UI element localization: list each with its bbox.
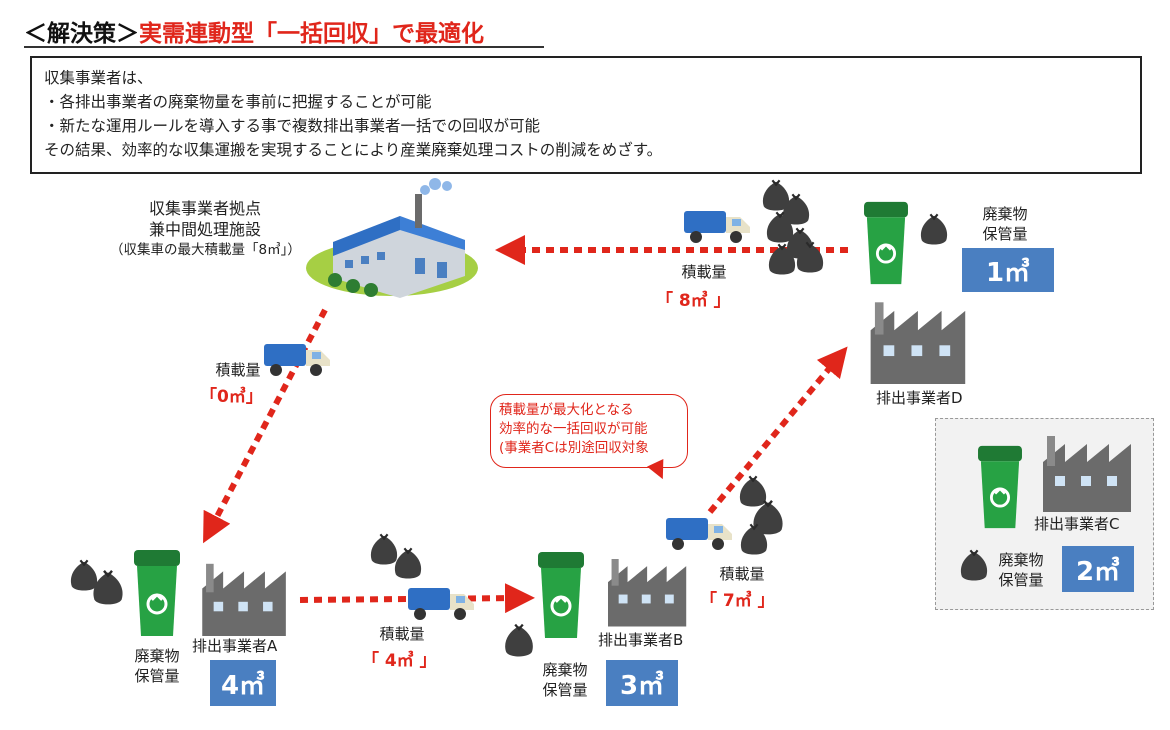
- factory-icon: [608, 555, 688, 627]
- site-b-name: 排出事業者B: [598, 631, 684, 649]
- load-value-after-d: 「 8㎥ 」: [656, 291, 731, 311]
- site-c-qty: 2㎥: [1062, 546, 1134, 592]
- factory-icon: [1034, 432, 1142, 512]
- storage-label: 廃棄物 保管量: [122, 646, 192, 686]
- garbage-bag-icon: [390, 544, 426, 580]
- garbage-bag-icon: [500, 620, 538, 658]
- site-a-qty: 4㎥: [210, 660, 276, 706]
- callout-line: 効率的な一括回収が可能: [499, 421, 648, 437]
- truck-icon: [682, 205, 752, 245]
- storage-label: 廃棄物 保管量: [986, 550, 1056, 590]
- load-label: 積載量: [379, 625, 425, 643]
- storage-label-line: 保管量: [998, 571, 1044, 589]
- site-d-name: 排出事業者D: [876, 389, 963, 407]
- recycle-bin-icon: [132, 548, 182, 638]
- site-b-qty: 3㎥: [606, 660, 678, 706]
- site-c-name: 排出事業者C: [1034, 515, 1120, 533]
- summary-line: ・新たな運用ルールを導入する事で複数排出事業者一括での回収が可能: [44, 117, 541, 135]
- summary-line: ・各排出事業者の廃棄物量を事前に把握することが可能: [44, 93, 432, 111]
- base-label-line: 兼中間処理施設: [148, 220, 261, 239]
- summary-line: 収集事業者は、: [44, 69, 153, 87]
- site-a-name: 排出事業者A: [192, 637, 278, 655]
- storage-label-line: 保管量: [542, 681, 588, 699]
- garbage-bag-icon: [916, 210, 952, 246]
- arrow-b-to-d: [707, 346, 848, 514]
- garbage-bag-icon: [88, 566, 128, 606]
- warehouse-icon: [306, 178, 478, 298]
- load-label: 積載量: [681, 263, 727, 281]
- page-title: ＜解決策＞実需連動型「一括回収」で最適化: [24, 14, 484, 48]
- storage-label-line: 廃棄物: [134, 647, 180, 665]
- factory-icon: [202, 560, 288, 636]
- title-prefix: ＜解決策＞: [24, 21, 139, 47]
- base-label-line: （収集車の最大積載量「8㎥」）: [110, 242, 301, 258]
- load-label: 積載量: [719, 565, 765, 583]
- arrow-a-to-b: [299, 583, 535, 614]
- base-label: 収集事業者拠点 兼中間処理施設 （収集車の最大積載量「8㎥」）: [110, 198, 301, 261]
- load-value-after-b: 「 7㎥ 」: [700, 591, 775, 611]
- truck-icon: [664, 512, 734, 552]
- load-label: 積載量: [215, 361, 261, 379]
- storage-label-line: 廃棄物: [542, 661, 588, 679]
- storage-label-line: 廃棄物: [982, 205, 1028, 223]
- title-underline: [24, 46, 544, 48]
- recycle-bin-icon: [976, 444, 1024, 530]
- factory-icon: [866, 298, 972, 384]
- storage-label-line: 保管量: [982, 225, 1028, 243]
- recycle-bin-icon: [862, 200, 910, 286]
- title-main: 実需連動型「一括回収」で最適化: [139, 21, 484, 47]
- storage-label: 廃棄物 保管量: [970, 204, 1040, 244]
- storage-label: 廃棄物 保管量: [530, 660, 600, 700]
- load-value-after-a: 「 4㎥ 」: [362, 651, 437, 671]
- callout-line: (事業者Cは別途回収対象: [499, 440, 649, 456]
- garbage-bag-icon: [792, 238, 828, 274]
- site-d-qty: 1㎥: [962, 248, 1054, 292]
- garbage-bag-icon: [736, 520, 772, 556]
- summary-line: その結果、効率的な収集運搬を実現することにより産業廃棄処理コストの削減をめざす。: [44, 141, 663, 159]
- callout: 積載量が最大化となる 効率的な一括回収が可能 (事業者Cは別途回収対象: [490, 394, 688, 468]
- storage-label-line: 廃棄物: [998, 551, 1044, 569]
- truck-icon: [406, 582, 476, 622]
- storage-label-line: 保管量: [134, 667, 180, 685]
- load-value-start: 「0㎥」: [200, 387, 263, 407]
- recycle-bin-icon: [536, 550, 586, 640]
- callout-line: 積載量が最大化となる: [499, 402, 634, 418]
- base-label-line: 収集事業者拠点: [148, 199, 261, 218]
- summary-box: 収集事業者は、 ・各排出事業者の廃棄物量を事前に把握することが可能 ・新たな運用…: [30, 56, 1142, 174]
